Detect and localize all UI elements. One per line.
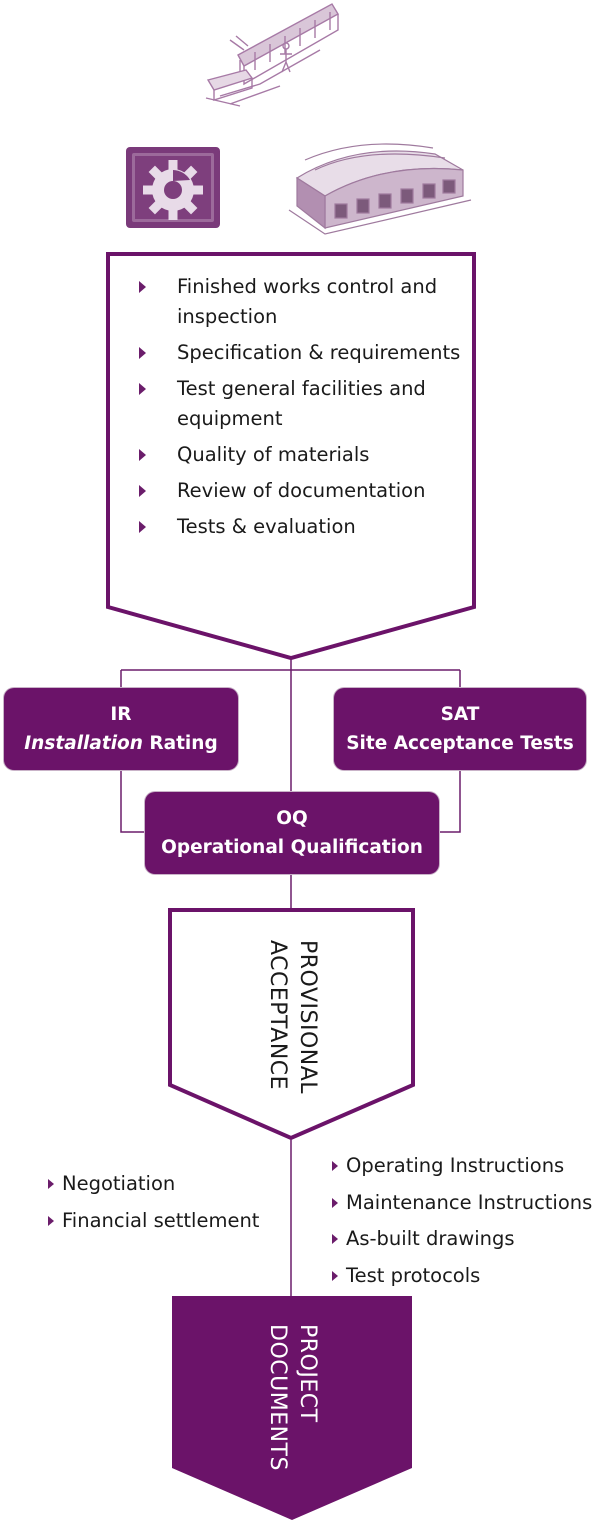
oq-abbrev: OQ	[276, 808, 308, 829]
triangle-bullet-icon	[139, 281, 146, 293]
sat-fullname: Site Acceptance Tests	[346, 733, 574, 754]
triangle-bullet-icon	[139, 485, 146, 497]
triangle-bullet-icon	[332, 1161, 338, 1171]
inspection-list: Finished works control and inspection Sp…	[136, 272, 466, 548]
list-item: Review of documentation	[136, 476, 466, 506]
list-item-text: Financial settlement	[62, 1208, 260, 1232]
list-item-text: Tests & evaluation	[177, 515, 356, 538]
ir-fullname-rest: Rating	[142, 733, 218, 754]
list-item: Maintenance Instructions	[330, 1185, 592, 1222]
list-item: Test protocols	[330, 1258, 592, 1295]
provisional-line2: ACCEPTANCE	[265, 940, 290, 1091]
triangle-bullet-icon	[48, 1215, 54, 1226]
documents-line2: DOCUMENTS	[265, 1324, 290, 1471]
list-item-text: Finished works control and inspection	[177, 275, 438, 328]
list-item-text: Quality of materials	[177, 443, 370, 466]
list-item: Quality of materials	[136, 440, 466, 470]
list-item-text: Maintenance Instructions	[346, 1190, 593, 1214]
gear-settings-icon	[126, 147, 220, 228]
documentation-list: Operating Instructions Maintenance Instr…	[330, 1148, 592, 1294]
triangle-bullet-icon	[332, 1234, 338, 1244]
ir-abbrev: IR	[110, 704, 132, 725]
inspection-chevron	[106, 252, 476, 661]
documents-chevron	[172, 1296, 412, 1520]
list-item-text: As-built drawings	[346, 1227, 515, 1250]
triangle-bullet-icon	[139, 347, 146, 359]
ir-fullname-italic: Installation	[24, 733, 143, 754]
sat-abbrev: SAT	[440, 704, 480, 725]
list-item: Negotiation	[46, 1166, 259, 1203]
provisional-chevron	[168, 908, 415, 1141]
list-item-text: Negotiation	[62, 1172, 176, 1195]
triangle-bullet-icon	[332, 1270, 338, 1281]
connector-lines	[120, 658, 461, 1296]
list-item-text: Test protocols	[346, 1263, 481, 1287]
triangle-bullet-icon	[332, 1197, 338, 1208]
list-item: Financial settlement	[46, 1203, 259, 1240]
conveyor-machine-illustration	[205, 3, 339, 107]
triangle-bullet-icon	[139, 521, 146, 533]
project-documents-label: PROJECT DOCUMENTS	[262, 1324, 322, 1471]
list-item-text: Test general facilities and equipment	[177, 377, 426, 430]
list-item: As-built drawings	[330, 1221, 592, 1258]
provisional-acceptance-label: PROVISIONAL ACCEPTANCE	[262, 940, 322, 1094]
list-item: Specification & requirements	[136, 338, 466, 368]
ir-box: IR Installation Rating	[4, 688, 238, 770]
sat-box: SAT Site Acceptance Tests	[334, 688, 586, 770]
settlement-list: Negotiation Financial settlement	[46, 1166, 259, 1239]
oq-box: OQ Operational Qualification	[145, 792, 439, 874]
list-item-text: Operating Instructions	[346, 1154, 565, 1177]
list-item: Tests & evaluation	[136, 512, 466, 542]
oq-fullname: Operational Qualification	[161, 837, 423, 858]
warehouse-building-illustration	[288, 143, 472, 235]
ir-fullname: Installation Rating	[4, 729, 238, 758]
list-item: Operating Instructions	[330, 1148, 592, 1185]
list-item-text: Specification & requirements	[177, 341, 461, 364]
list-item-text: Review of documentation	[177, 479, 426, 502]
list-item: Finished works control and inspection	[136, 272, 466, 332]
documents-line1: PROJECT	[295, 1324, 320, 1423]
triangle-bullet-icon	[139, 449, 146, 461]
triangle-bullet-icon	[139, 383, 146, 395]
provisional-line1: PROVISIONAL	[295, 940, 320, 1095]
list-item: Test general facilities and equipment	[136, 374, 466, 434]
triangle-bullet-icon	[48, 1179, 54, 1189]
